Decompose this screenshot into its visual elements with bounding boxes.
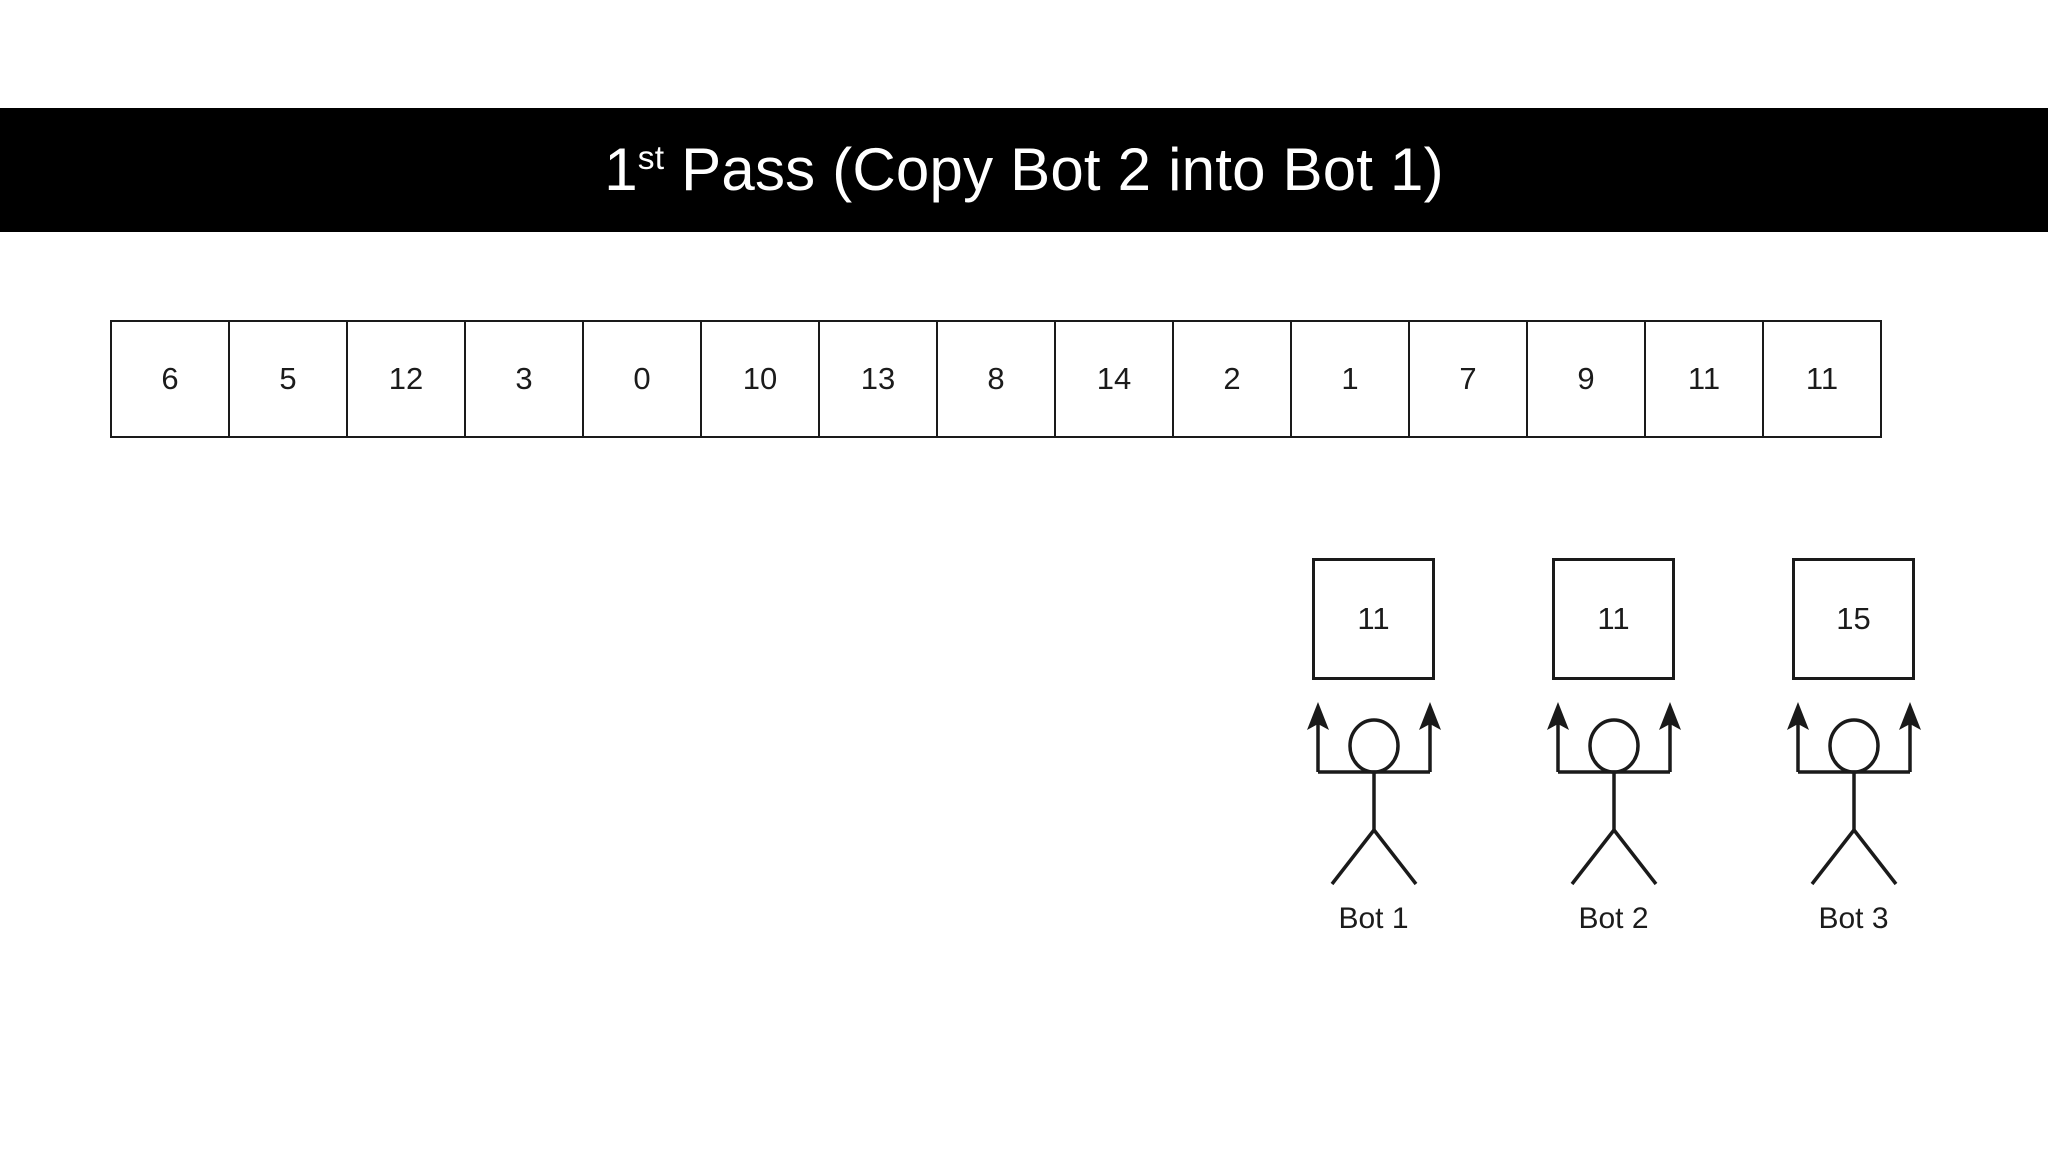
title-ordinal-suffix: st xyxy=(637,140,665,177)
title-bar: 1st Pass (Copy Bot 2 into Bot 1) xyxy=(0,108,2048,232)
bot-value-box[interactable]: 11 xyxy=(1312,558,1435,680)
stick-figure-svg xyxy=(1787,702,1921,886)
title-rest: Pass (Copy Bot 2 into Bot 1) xyxy=(664,136,1444,203)
array-cell[interactable]: 3 xyxy=(464,320,584,438)
array-cell[interactable]: 2 xyxy=(1172,320,1292,438)
right-leg-line xyxy=(1612,828,1658,886)
bot-value-box[interactable]: 11 xyxy=(1552,558,1675,680)
left-leg-line xyxy=(1810,828,1856,886)
array-cell[interactable]: 10 xyxy=(700,320,820,438)
array-cell[interactable]: 0 xyxy=(582,320,702,438)
right-leg-line xyxy=(1852,828,1898,886)
page-title: 1st Pass (Copy Bot 2 into Bot 1) xyxy=(604,140,1444,200)
left-leg-line xyxy=(1570,828,1616,886)
stick-figure-arms-up-icon xyxy=(1784,700,1924,890)
right-leg-line xyxy=(1372,828,1418,886)
title-prefix: 1 xyxy=(604,136,638,203)
right-arrow-head xyxy=(1419,702,1441,730)
stick-figure-arms-up-icon xyxy=(1304,700,1444,890)
array-cell[interactable]: 8 xyxy=(936,320,1056,438)
stick-figure-arms-up-icon xyxy=(1544,700,1684,890)
left-arrow-head xyxy=(1787,702,1809,730)
array-cell[interactable]: 12 xyxy=(346,320,466,438)
array-cell[interactable]: 9 xyxy=(1526,320,1646,438)
array-cell[interactable]: 5 xyxy=(228,320,348,438)
left-leg-line xyxy=(1330,828,1376,886)
left-arrow-head xyxy=(1307,702,1329,730)
array-cell[interactable]: 11 xyxy=(1762,320,1882,438)
stick-figure-svg xyxy=(1307,702,1441,886)
right-arrow-head xyxy=(1659,702,1681,730)
bot-label: Bot 2 xyxy=(1578,902,1649,935)
array-cell[interactable]: 13 xyxy=(818,320,938,438)
left-arrow-head xyxy=(1547,702,1569,730)
array-cell[interactable]: 6 xyxy=(110,320,230,438)
array-cell[interactable]: 11 xyxy=(1644,320,1764,438)
array-cell[interactable]: 14 xyxy=(1054,320,1174,438)
array-cell[interactable]: 7 xyxy=(1408,320,1528,438)
head-circle xyxy=(1348,718,1400,774)
bot-label: Bot 1 xyxy=(1338,902,1409,935)
right-arrow-head xyxy=(1899,702,1921,730)
head-circle xyxy=(1828,718,1880,774)
head-circle xyxy=(1588,718,1640,774)
stick-figure-svg xyxy=(1547,702,1681,886)
array-cell[interactable]: 1 xyxy=(1290,320,1410,438)
bot-value-box[interactable]: 15 xyxy=(1792,558,1915,680)
bot-label: Bot 3 xyxy=(1818,902,1889,935)
